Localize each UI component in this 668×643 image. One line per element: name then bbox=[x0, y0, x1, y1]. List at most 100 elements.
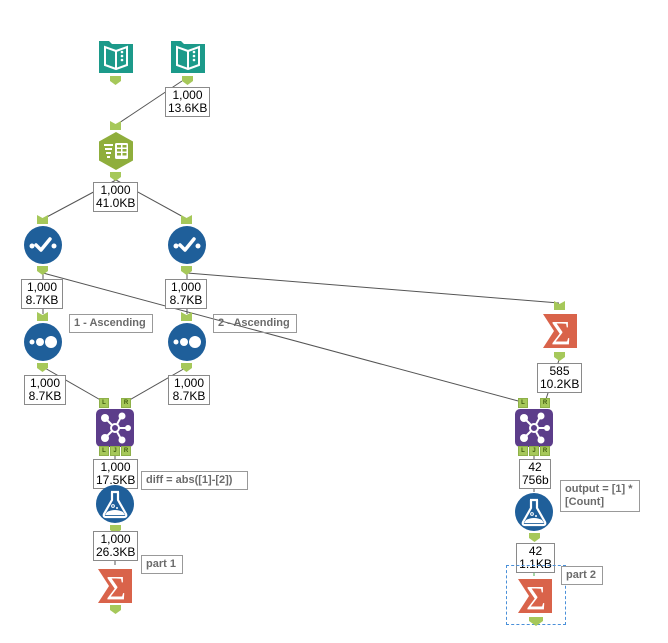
record-count-badge: 1,000 13.6KB bbox=[165, 87, 210, 117]
record-count-badge: 1,000 8.7KB bbox=[21, 279, 63, 309]
sort-dots-icon bbox=[24, 323, 62, 361]
join-join-output-anchor[interactable]: J bbox=[529, 446, 539, 456]
record-count: 1,000 bbox=[172, 88, 203, 102]
wire-select1-to-join2-left bbox=[42, 272, 523, 403]
text-to-columns-tool[interactable] bbox=[96, 131, 136, 171]
svg-text:Σ: Σ bbox=[551, 315, 571, 351]
output-anchor[interactable] bbox=[554, 352, 565, 361]
record-count: 1,000 bbox=[173, 376, 205, 390]
flask-icon bbox=[515, 493, 553, 531]
data-size: 10.2KB bbox=[540, 377, 580, 391]
record-count-badge: 1,000 17.5KB bbox=[93, 459, 138, 489]
tool-annotation: diff = abs([1]-[2]) bbox=[141, 471, 248, 490]
sort-tool-1[interactable] bbox=[23, 322, 63, 362]
record-count: 1,000 bbox=[100, 532, 131, 546]
input-anchor[interactable] bbox=[554, 301, 565, 310]
summarize-count-tool[interactable]: Σ bbox=[540, 311, 580, 351]
record-count: 1,000 bbox=[100, 460, 131, 474]
annotation-line: output = [1] * bbox=[565, 483, 633, 495]
input-anchor[interactable] bbox=[37, 215, 48, 224]
book-icon bbox=[99, 41, 133, 73]
input-anchor[interactable] bbox=[181, 215, 192, 224]
data-size: 26.3KB bbox=[96, 545, 136, 559]
output-anchor[interactable] bbox=[529, 617, 543, 626]
record-count: 1,000 bbox=[29, 376, 61, 390]
input-anchor[interactable] bbox=[37, 312, 48, 321]
data-size: 17.5KB bbox=[96, 473, 136, 487]
join-left-input-anchor[interactable]: L bbox=[518, 398, 528, 408]
join-join-output-anchor[interactable]: J bbox=[110, 446, 120, 456]
select-check-icon bbox=[168, 226, 206, 264]
text-to-columns-icon bbox=[99, 132, 133, 170]
formula-tool-2[interactable] bbox=[514, 492, 554, 532]
data-size: 8.7KB bbox=[25, 293, 59, 307]
output-anchor[interactable] bbox=[182, 76, 193, 85]
data-size: 756b bbox=[522, 473, 549, 487]
join-left-output-anchor[interactable]: L bbox=[518, 446, 528, 456]
join-left-input-anchor[interactable]: L bbox=[99, 398, 109, 408]
output-anchor[interactable] bbox=[110, 605, 121, 614]
select-check-icon bbox=[24, 226, 62, 264]
tool-annotation: part 1 bbox=[141, 555, 183, 574]
record-count: 42 bbox=[528, 544, 543, 558]
join-tool-2[interactable] bbox=[514, 408, 554, 448]
wire-sort2-to-join1-right bbox=[125, 366, 188, 403]
input-data-tool-2[interactable] bbox=[168, 36, 208, 76]
output-anchor[interactable] bbox=[110, 172, 121, 181]
record-count-badge: 1,000 26.3KB bbox=[93, 531, 138, 561]
record-count: 1,000 bbox=[26, 280, 58, 294]
select-tool-1[interactable] bbox=[23, 225, 63, 265]
record-count-badge: 42 756b bbox=[519, 459, 551, 489]
sigma-icon: Σ bbox=[98, 569, 132, 606]
summarize-tool-1[interactable]: Σ bbox=[95, 566, 135, 606]
input-anchor[interactable] bbox=[110, 121, 121, 130]
record-count-badge: 1,000 8.7KB bbox=[165, 279, 207, 309]
tool-annotation: 2 - Ascending bbox=[213, 314, 297, 333]
join-tool-1[interactable] bbox=[95, 408, 135, 448]
svg-text:Σ: Σ bbox=[526, 580, 546, 616]
select-tool-2[interactable] bbox=[167, 225, 207, 265]
record-count: 585 bbox=[549, 364, 570, 378]
tool-annotation: output = [1] * [Count] bbox=[560, 480, 640, 512]
flask-icon bbox=[96, 485, 134, 523]
input-anchor[interactable] bbox=[181, 312, 192, 321]
record-count: 42 bbox=[528, 460, 542, 474]
record-count-badge: 585 10.2KB bbox=[537, 363, 582, 393]
record-count: 1,000 bbox=[170, 280, 202, 294]
data-size: 8.7KB bbox=[169, 293, 203, 307]
data-size: 1.1KB bbox=[519, 557, 552, 571]
join-network-icon bbox=[96, 409, 134, 447]
output-anchor[interactable] bbox=[181, 266, 192, 275]
data-size: 41.0KB bbox=[96, 196, 136, 210]
join-right-input-anchor[interactable]: R bbox=[540, 398, 550, 408]
join-left-output-anchor[interactable]: L bbox=[99, 446, 109, 456]
input-data-tool-1[interactable] bbox=[96, 36, 136, 76]
sigma-icon: Σ bbox=[518, 579, 552, 616]
formula-tool-1[interactable] bbox=[95, 484, 135, 524]
output-anchor[interactable] bbox=[110, 76, 121, 85]
summarize-tool-2[interactable]: Σ bbox=[515, 576, 555, 616]
record-count-badge: 1,000 8.7KB bbox=[24, 375, 66, 405]
output-anchor[interactable] bbox=[37, 266, 48, 275]
join-network-icon bbox=[515, 409, 553, 447]
join-right-output-anchor[interactable]: R bbox=[121, 446, 131, 456]
book-icon bbox=[171, 41, 205, 73]
output-anchor[interactable] bbox=[181, 363, 192, 372]
tool-annotation: part 2 bbox=[561, 566, 603, 585]
sort-tool-2[interactable] bbox=[167, 322, 207, 362]
output-anchor[interactable] bbox=[37, 363, 48, 372]
sort-dots-icon bbox=[168, 323, 206, 361]
data-size: 8.7KB bbox=[172, 389, 206, 403]
sigma-icon: Σ bbox=[543, 314, 577, 351]
join-right-input-anchor[interactable]: R bbox=[121, 398, 131, 408]
svg-text:Σ: Σ bbox=[106, 570, 126, 606]
data-size: 8.7KB bbox=[28, 389, 62, 403]
record-count: 1,000 bbox=[100, 183, 131, 197]
join-right-output-anchor[interactable]: R bbox=[540, 446, 550, 456]
tool-annotation: 1 - Ascending bbox=[69, 314, 153, 333]
output-anchor[interactable] bbox=[529, 533, 540, 542]
annotation-line: [Count] bbox=[565, 496, 605, 508]
record-count-badge: 1,000 8.7KB bbox=[168, 375, 210, 405]
data-size: 13.6KB bbox=[168, 101, 208, 115]
